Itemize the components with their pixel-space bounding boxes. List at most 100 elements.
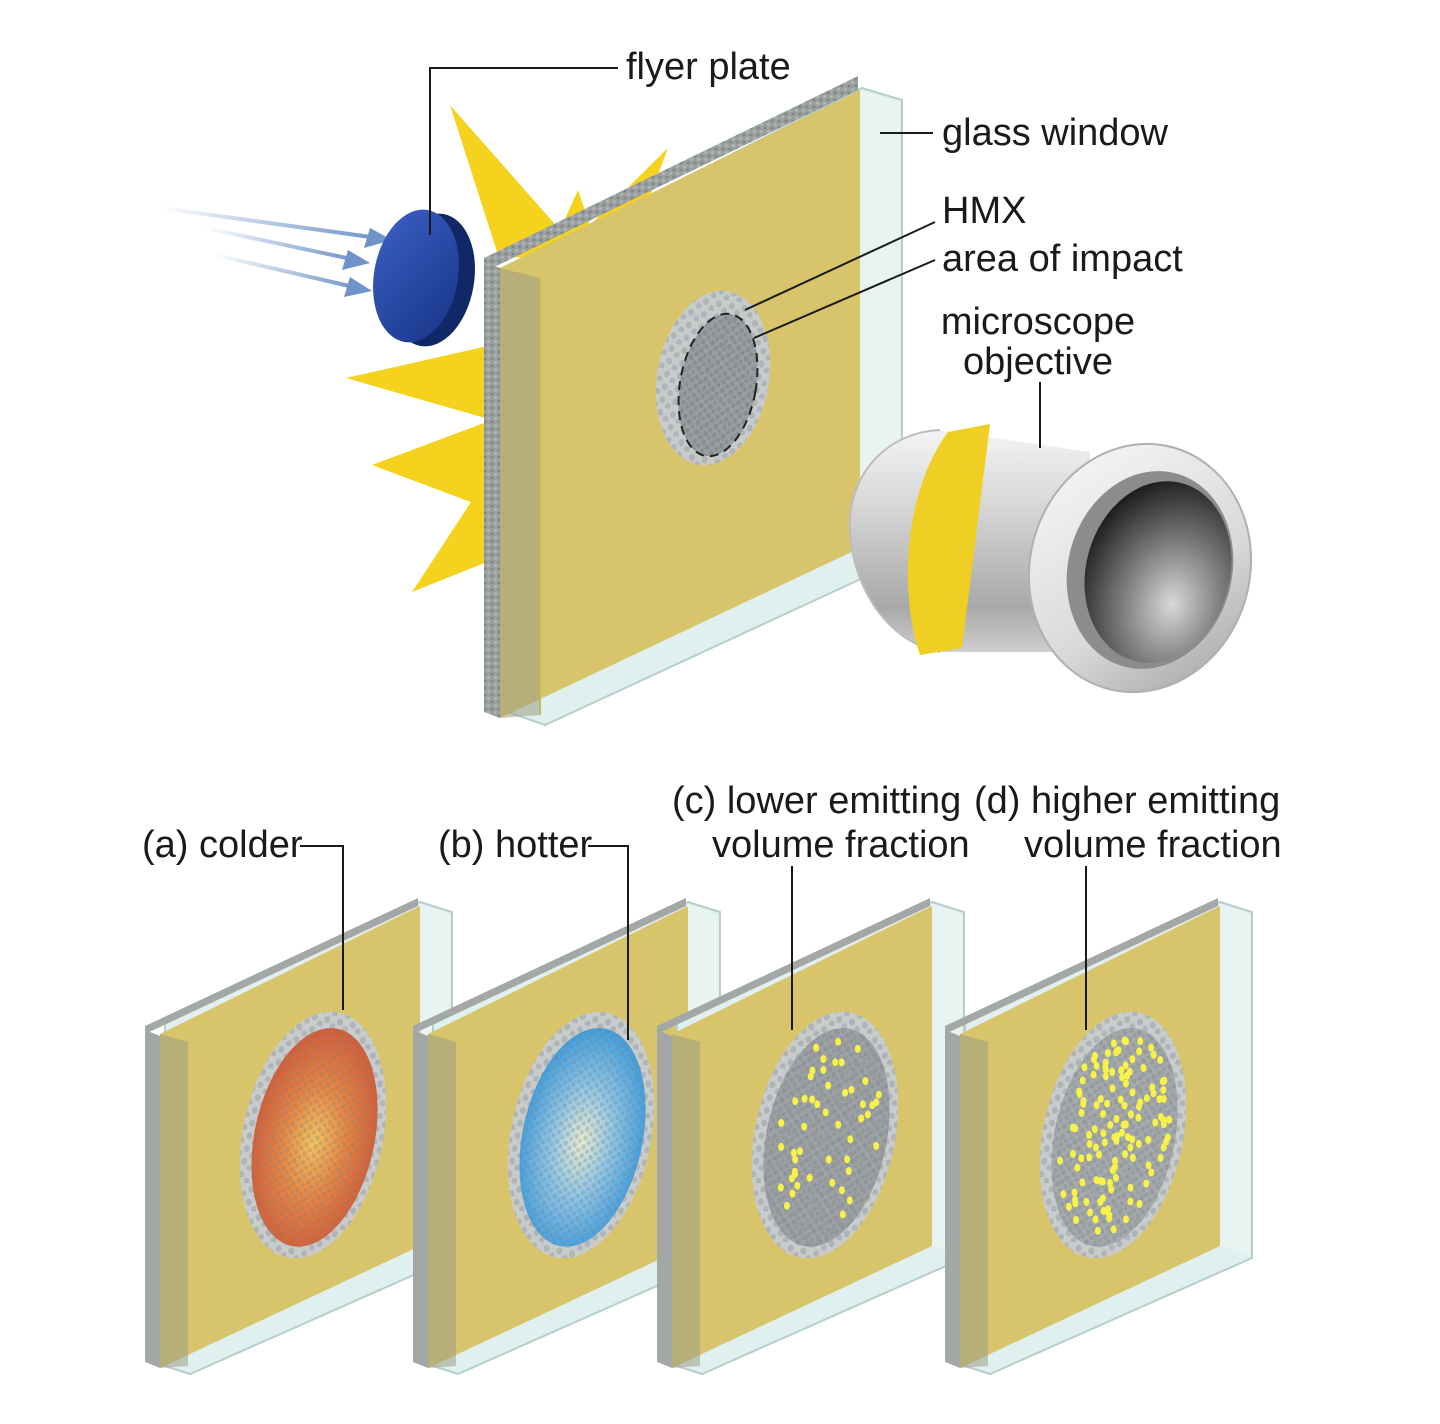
hot-spot xyxy=(844,1155,851,1164)
hot-spot xyxy=(1113,1115,1120,1123)
hot-spot xyxy=(1150,1050,1157,1059)
hot-spot xyxy=(1137,1037,1144,1046)
hot-spot xyxy=(820,1055,827,1063)
hot-spot xyxy=(1111,1162,1118,1171)
hot-spot xyxy=(777,1183,784,1192)
hot-spot xyxy=(1078,1108,1085,1117)
panel-hmx-edge xyxy=(657,1030,672,1368)
hot-spot xyxy=(835,1120,842,1129)
panel-hmx-shade xyxy=(672,1034,700,1368)
hot-spot xyxy=(1099,1177,1106,1186)
hot-spot xyxy=(1078,1154,1085,1163)
hot-spot xyxy=(1097,1095,1104,1103)
hot-spot xyxy=(1086,1153,1093,1162)
hot-spot xyxy=(1160,1143,1167,1152)
hot-spot xyxy=(1102,1058,1109,1067)
hot-spot xyxy=(838,1058,845,1067)
hot-spot xyxy=(1129,1153,1136,1162)
hot-spot xyxy=(806,1173,813,1182)
hot-spot xyxy=(1143,1094,1150,1103)
hot-spot xyxy=(1117,1095,1124,1104)
hot-spot xyxy=(873,1141,880,1150)
hot-spot xyxy=(813,1043,820,1052)
label-panel-c-line2: volume fraction xyxy=(712,824,970,866)
hot-spot xyxy=(842,1088,849,1097)
hot-spot xyxy=(1112,1173,1119,1182)
hot-spot xyxy=(1086,1139,1093,1148)
hot-spot xyxy=(1071,1188,1078,1197)
hot-spot xyxy=(792,1097,799,1106)
panel-hmx-top-edge xyxy=(657,898,930,1034)
hot-spot xyxy=(1079,1076,1086,1085)
hot-spot xyxy=(1096,1150,1102,1159)
hot-spot xyxy=(1109,1068,1116,1076)
hot-spot xyxy=(1091,1125,1098,1134)
incoming-arrows xyxy=(159,206,392,297)
hot-spot xyxy=(1122,1150,1128,1158)
hot-spot xyxy=(822,1108,829,1117)
leader-area-of-impact xyxy=(753,259,936,339)
label-glass-window: glass window xyxy=(942,112,1169,154)
panel-a xyxy=(145,898,453,1376)
hot-spot xyxy=(1157,1056,1164,1064)
hot-spot xyxy=(1157,1113,1164,1122)
flyer-plate-disk xyxy=(373,209,475,347)
hot-spot xyxy=(1093,1101,1100,1110)
hot-spot xyxy=(1057,1156,1063,1165)
hot-spot xyxy=(1097,1198,1104,1207)
hot-spot xyxy=(1073,1216,1079,1224)
hot-spot xyxy=(1129,1135,1136,1144)
hot-spot xyxy=(1086,1130,1092,1139)
hot-spot xyxy=(1156,1095,1163,1104)
hot-spot xyxy=(1094,1226,1101,1235)
impact-area-outline xyxy=(677,312,759,458)
hot-spot xyxy=(1090,1070,1097,1079)
hot-spot xyxy=(847,1135,854,1144)
hot-spot xyxy=(1152,1118,1159,1127)
hot-spot xyxy=(820,1065,827,1074)
hot-spot xyxy=(864,1110,871,1119)
hot-spot xyxy=(1129,1055,1136,1064)
hot-spot xyxy=(1091,1055,1097,1064)
hot-spot xyxy=(832,1058,839,1067)
hot-spot xyxy=(1148,1168,1155,1177)
hot-spot xyxy=(783,1201,790,1210)
hot-spot xyxy=(1100,1206,1107,1215)
hot-spot xyxy=(1108,1185,1115,1194)
hot-spot xyxy=(1074,1163,1081,1172)
label-panel-b: (b) hotter xyxy=(438,824,593,866)
hot-spot xyxy=(1113,1047,1120,1056)
hot-spot xyxy=(1104,1049,1111,1058)
leader-hmx xyxy=(744,221,936,311)
hot-spot xyxy=(845,1167,852,1175)
hot-spot xyxy=(1109,1084,1116,1093)
hot-spot xyxy=(801,1094,808,1103)
hot-spot xyxy=(862,1077,869,1086)
hot-spot xyxy=(829,1178,836,1187)
leader-flyer-plate xyxy=(429,67,618,235)
hot-spot xyxy=(1119,1073,1126,1082)
hmx-layer-edge xyxy=(484,76,858,272)
panel-hmx-top-edge xyxy=(945,898,1218,1034)
hot-spot xyxy=(1149,1083,1156,1092)
hot-spot xyxy=(801,1122,808,1131)
panel-hmx-edge xyxy=(413,1030,428,1368)
panel-b xyxy=(413,898,721,1376)
panel-emission-texture xyxy=(519,1028,646,1247)
hot-spot xyxy=(1145,1161,1152,1170)
hot-spot xyxy=(1107,1121,1114,1130)
panel-hmx-shade xyxy=(160,1034,188,1368)
hot-spot xyxy=(838,1186,845,1195)
hot-spot xyxy=(1110,1225,1117,1234)
hot-spot xyxy=(1164,1133,1171,1142)
panel-c xyxy=(657,898,965,1376)
hot-spot xyxy=(1093,1062,1100,1070)
hot-spot xyxy=(825,1081,832,1090)
hot-spot xyxy=(1159,1077,1166,1086)
label-panel-a: (a) colder xyxy=(142,824,303,866)
hot-spot xyxy=(1101,1138,1108,1147)
hot-spot xyxy=(875,1090,882,1099)
hot-spot xyxy=(797,1147,803,1156)
hot-spot xyxy=(1110,1039,1117,1048)
